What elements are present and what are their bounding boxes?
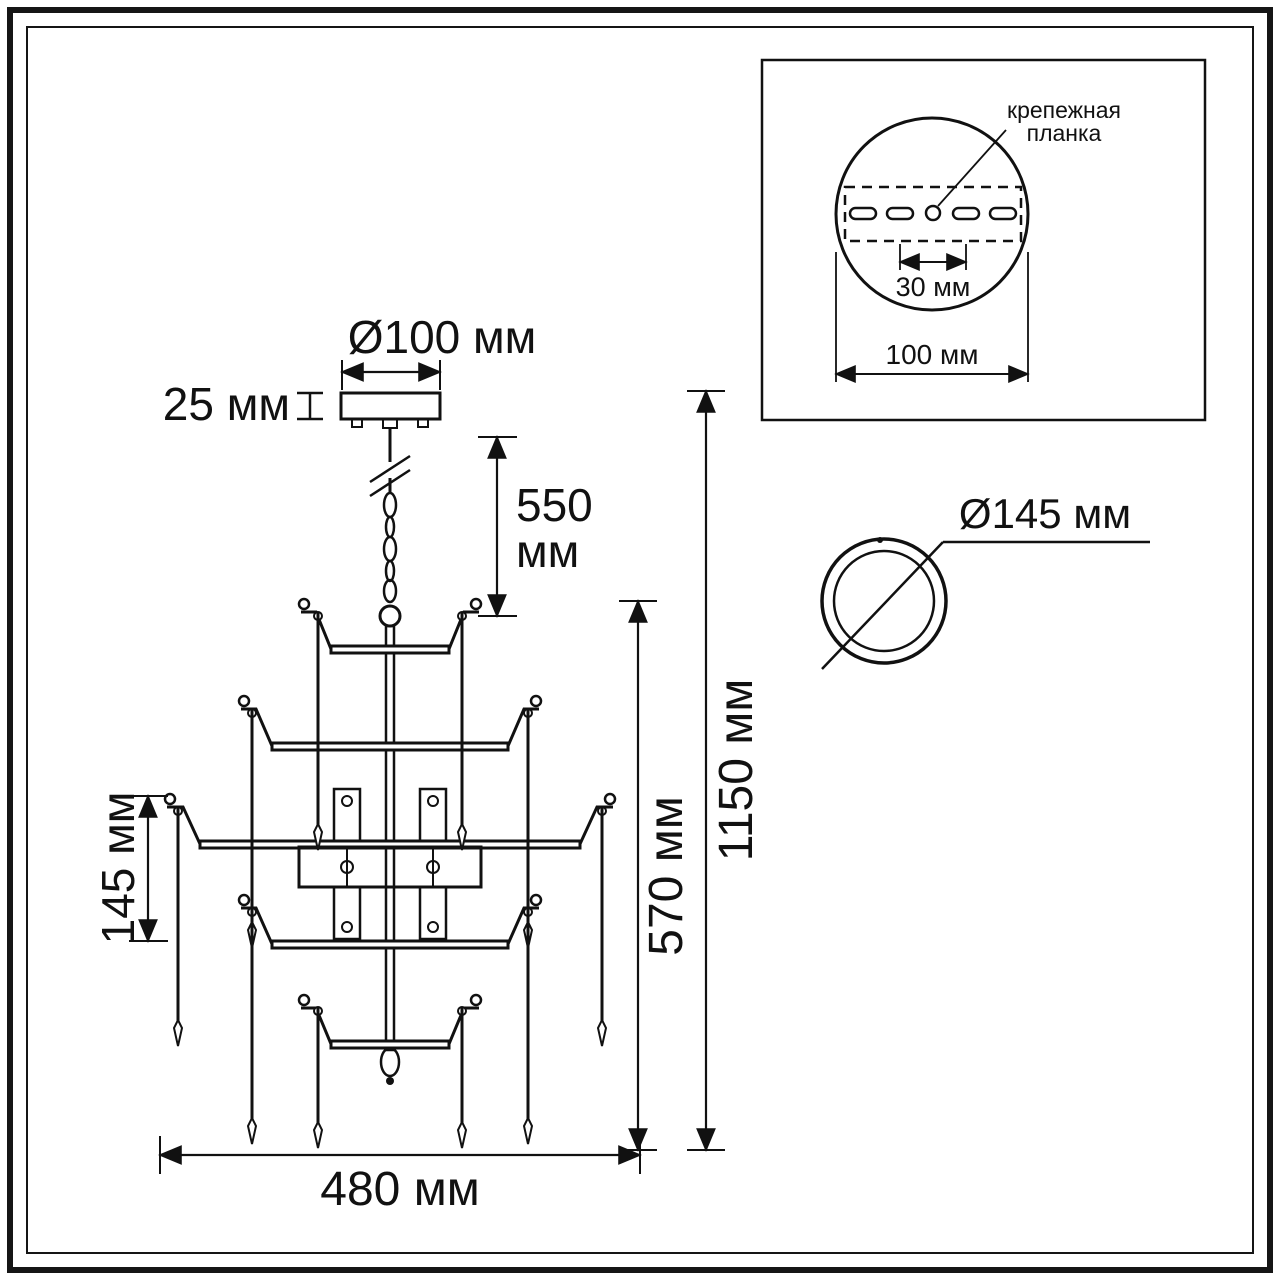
dim-plate-width-label: 100 мм <box>886 339 979 370</box>
dim-cup-diameter-label: Ø145 мм <box>959 490 1131 537</box>
dim-suspension-length: 550 мм <box>478 435 593 618</box>
canopy-body <box>339 391 442 421</box>
dim-canopy-height-label: 25 мм <box>163 378 290 430</box>
dim-suspension-unit-label: мм <box>516 525 579 577</box>
center-block <box>297 845 483 889</box>
mount-callout: крепежная планка <box>937 97 1121 207</box>
socket-lower-left <box>332 885 362 941</box>
pendants <box>172 611 608 1149</box>
mount-plate-circle <box>834 116 1030 312</box>
dim-total-height: 1150 мм <box>687 389 763 1152</box>
chandelier-drawing <box>163 391 617 1149</box>
cup-inner-circle <box>832 549 936 653</box>
socket-lower-right <box>418 885 448 941</box>
mount-plate-inset: крепежная планка 30 мм 100 мм <box>760 58 1207 422</box>
finial <box>379 1046 401 1078</box>
pendant <box>596 806 608 1047</box>
center-hole <box>924 204 942 222</box>
dim-body-height: 570 мм <box>619 599 693 1152</box>
cup-top-dot <box>877 537 883 543</box>
cup-detail: Ø145 мм <box>820 490 1150 670</box>
dim-suspension-value-label: 550 <box>516 479 593 531</box>
suspension-stem <box>369 428 411 498</box>
inset-box <box>760 58 1207 422</box>
socket-upper-right <box>418 787 448 843</box>
pendant <box>522 907 534 1145</box>
callout-label-line2: планка <box>1027 120 1102 146</box>
dim-tier-spacing-label: 145 мм <box>92 792 144 945</box>
dim-canopy-diameter-label: Ø100 мм <box>348 311 537 363</box>
tier-1 <box>297 597 483 655</box>
tier-knob <box>237 694 251 708</box>
tier-5 <box>297 993 483 1050</box>
pendant <box>456 611 468 851</box>
chain <box>382 491 398 604</box>
dim-hole-spacing-label: 30 мм <box>896 272 971 302</box>
center-mechanism <box>297 787 483 941</box>
tier-knob <box>469 597 483 611</box>
pendant <box>172 806 184 1047</box>
dim-body-height-label: 570 мм <box>640 796 693 955</box>
tier-knob <box>529 694 543 708</box>
callout-leader-line <box>937 129 1007 207</box>
tier-knob <box>469 993 483 1007</box>
dim-hole-spacing: 30 мм <box>896 244 971 302</box>
dim-canopy-diameter: Ø100 мм <box>340 311 537 390</box>
finial-tip <box>386 1077 394 1085</box>
canopy <box>339 391 442 429</box>
cup-outer-circle <box>820 537 948 665</box>
canopy-bolt-right <box>417 418 429 428</box>
dim-tier-spacing: 145 мм <box>92 792 168 945</box>
pendant <box>456 1006 468 1149</box>
mounting-strip <box>843 185 1023 243</box>
tier-knob <box>529 893 543 907</box>
mount-slots <box>848 204 1018 222</box>
canopy-bolt-left <box>351 418 363 428</box>
dim-total-height-label: 1150 мм <box>710 679 763 862</box>
tier-knob <box>297 597 311 611</box>
tier-4 <box>237 893 543 950</box>
tier-knob <box>237 893 251 907</box>
dim-canopy-height: 25 мм <box>163 378 323 430</box>
pendant <box>312 1006 324 1149</box>
pendant <box>312 611 324 851</box>
break-slash-1 <box>369 454 411 484</box>
callout-label-line1: крепежная <box>1007 97 1121 123</box>
dim-body-width-label: 480 мм <box>320 1163 479 1216</box>
cup-diagonal-line <box>821 541 944 670</box>
tier-3 <box>163 792 617 850</box>
dim-body-width: 480 мм <box>158 1136 642 1216</box>
tier-2 <box>237 694 543 752</box>
dim-plate-width: 100 мм <box>834 252 1030 383</box>
hanging-ball <box>378 604 402 628</box>
socket-upper-left <box>332 787 362 843</box>
center-rod <box>379 624 401 1085</box>
tier-knob <box>603 792 617 806</box>
pendant <box>246 907 258 1145</box>
tier-knob <box>297 993 311 1007</box>
